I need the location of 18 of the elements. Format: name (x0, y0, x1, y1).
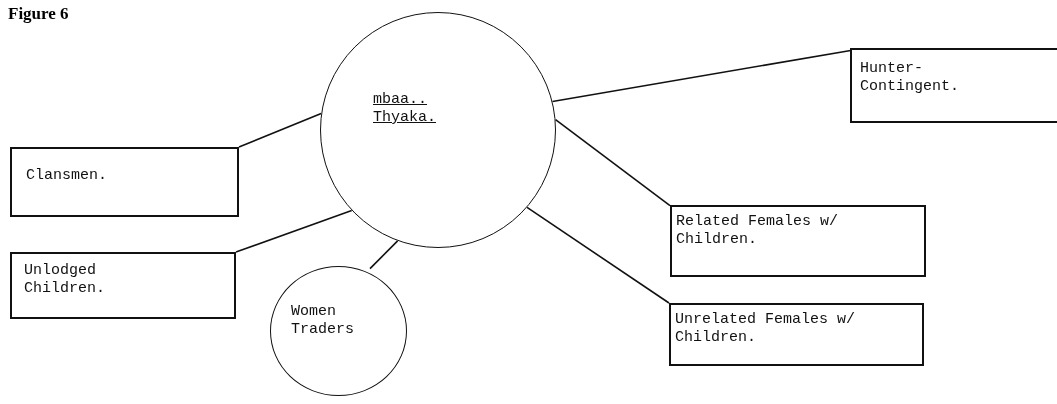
node-label: Related Females w/ Children. (676, 213, 840, 249)
text-box (669, 303, 924, 366)
text-box (10, 252, 236, 319)
connector-line (238, 112, 322, 148)
node-label: Unrelated Females w/ Children. (675, 311, 857, 347)
connector-line (554, 118, 671, 207)
connector-line (526, 206, 670, 304)
node-label: Women Traders (291, 303, 355, 339)
connector-line (369, 240, 399, 270)
text-box (10, 147, 239, 217)
connector-line (235, 209, 353, 253)
node-label: Clansmen. (26, 167, 108, 185)
node-label: mbaa.. Thyaka. (373, 91, 437, 127)
text-box (850, 48, 1057, 123)
figure-title: Figure 6 (8, 4, 69, 24)
node-label: Hunter- Contingent. (860, 60, 961, 96)
node-label: Unlodged Children. (24, 262, 106, 298)
text-box (670, 205, 926, 277)
